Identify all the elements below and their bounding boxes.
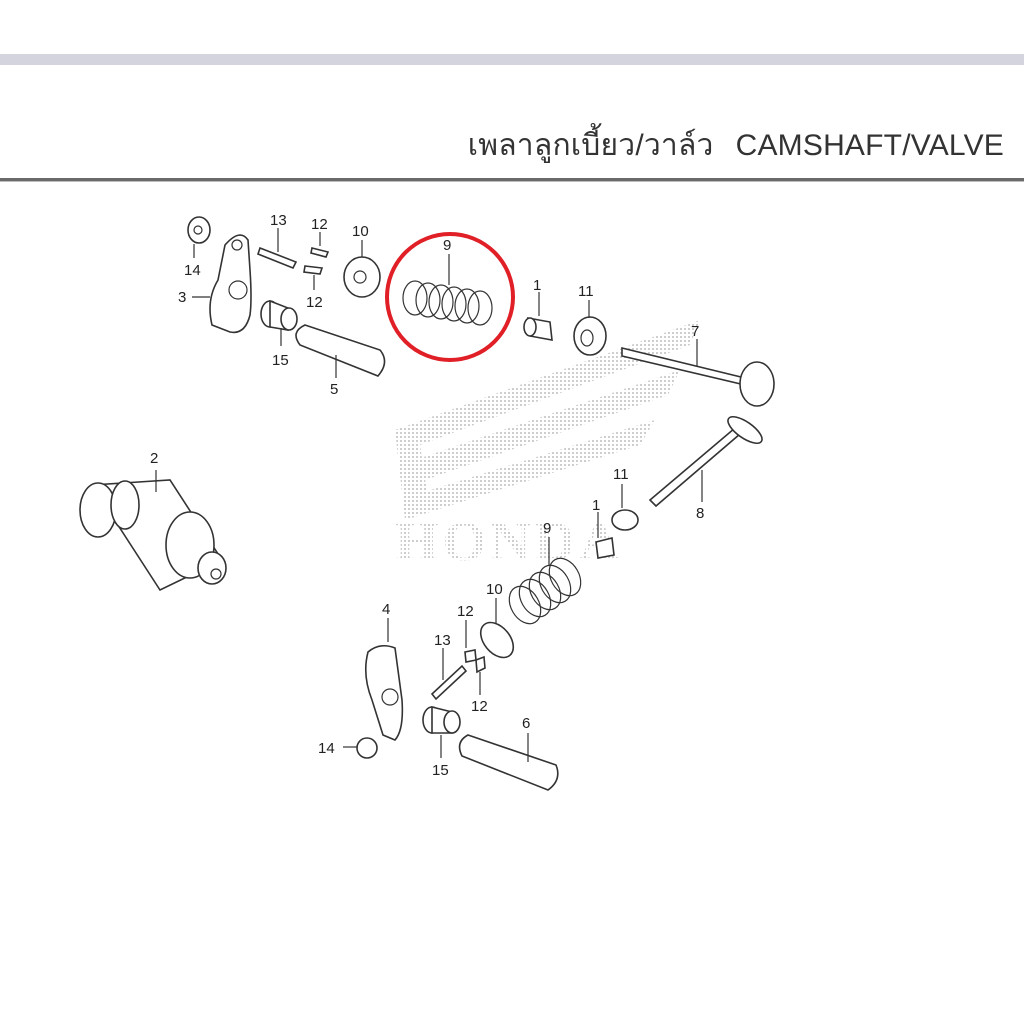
svg-text:10: 10 xyxy=(486,581,503,598)
part-1-valve-seal-upper: 1 xyxy=(523,277,553,341)
svg-text:12: 12 xyxy=(311,216,328,233)
svg-text:11: 11 xyxy=(578,283,594,300)
svg-text:10: 10 xyxy=(352,223,369,240)
part-9-valve-spring-lower: 9 xyxy=(508,520,582,625)
part-8-exhaust-valve: 8 xyxy=(648,415,763,522)
part-3-rocker-arm: 3 xyxy=(178,234,252,334)
part-15-roller-lower: 15 xyxy=(422,705,461,779)
svg-text:1: 1 xyxy=(592,497,600,514)
svg-text:6: 6 xyxy=(522,715,530,732)
svg-text:9: 9 xyxy=(443,237,451,254)
part-2-camshaft: 2 xyxy=(79,450,227,592)
part-13-adjust-screw-lower: 13 xyxy=(430,632,468,701)
honda-watermark-text: HONDA xyxy=(395,511,623,573)
top-bar xyxy=(0,54,1024,65)
svg-text:15: 15 xyxy=(432,762,449,779)
part-11-spring-seat-upper: 11 xyxy=(573,283,607,356)
part-12-cotter-lower-a: 12 xyxy=(457,603,477,663)
title-thai: เพลาลูกเบี้ยว/วาล์ว xyxy=(467,129,714,162)
page-title: เพลาลูกเบี้ยว/วาล์ว CAMSHAFT/VALVE xyxy=(468,122,1004,169)
part-7-intake-valve: 7 xyxy=(621,323,775,407)
honda-wing-watermark: HONDA xyxy=(395,320,700,573)
part-4-rocker-arm-lower: 4 xyxy=(364,601,404,741)
svg-text:13: 13 xyxy=(434,632,451,649)
part-13-adjust-screw-upper: 13 xyxy=(257,212,298,270)
part-14-nut-upper: 14 xyxy=(184,216,211,279)
part-10-spring-retainer-upper: 10 xyxy=(343,223,381,298)
svg-text:3: 3 xyxy=(178,289,186,306)
svg-text:4: 4 xyxy=(382,601,390,618)
title-divider xyxy=(0,178,1024,181)
svg-text:11: 11 xyxy=(613,466,629,483)
part-11-spring-seat-lower: 11 xyxy=(611,466,639,531)
part-15-roller-upper: 15 xyxy=(260,299,298,369)
title-divider-shadow xyxy=(0,181,1024,182)
svg-text:12: 12 xyxy=(306,294,323,311)
svg-text:5: 5 xyxy=(330,381,338,398)
part-12-cotter-upper-b: 12 xyxy=(303,265,324,311)
part-5-rocker-shaft-upper: 5 xyxy=(295,324,386,398)
svg-text:8: 8 xyxy=(696,505,704,522)
svg-text:7: 7 xyxy=(691,323,699,340)
svg-text:2: 2 xyxy=(150,450,158,467)
svg-text:15: 15 xyxy=(272,352,289,369)
part-1-valve-seal-lower: 1 xyxy=(592,497,615,559)
svg-text:14: 14 xyxy=(184,262,201,279)
highlight-circle xyxy=(385,232,515,362)
svg-text:13: 13 xyxy=(270,212,287,229)
title-english: CAMSHAFT/VALVE xyxy=(735,129,1004,162)
part-12-cotter-upper-a: 12 xyxy=(310,216,330,258)
part-10-spring-retainer-lower: 10 xyxy=(479,581,515,659)
svg-text:1: 1 xyxy=(533,277,541,294)
part-14-nut-lower: 14 xyxy=(318,737,378,759)
part-9-valve-spring-upper: 9 xyxy=(402,237,493,326)
svg-text:14: 14 xyxy=(318,740,335,757)
part-6-rocker-shaft-lower: 6 xyxy=(458,715,559,791)
svg-text:9: 9 xyxy=(543,520,551,537)
svg-text:12: 12 xyxy=(457,603,474,620)
part-12-cotter-lower-b: 12 xyxy=(471,655,488,715)
svg-text:12: 12 xyxy=(471,698,488,715)
